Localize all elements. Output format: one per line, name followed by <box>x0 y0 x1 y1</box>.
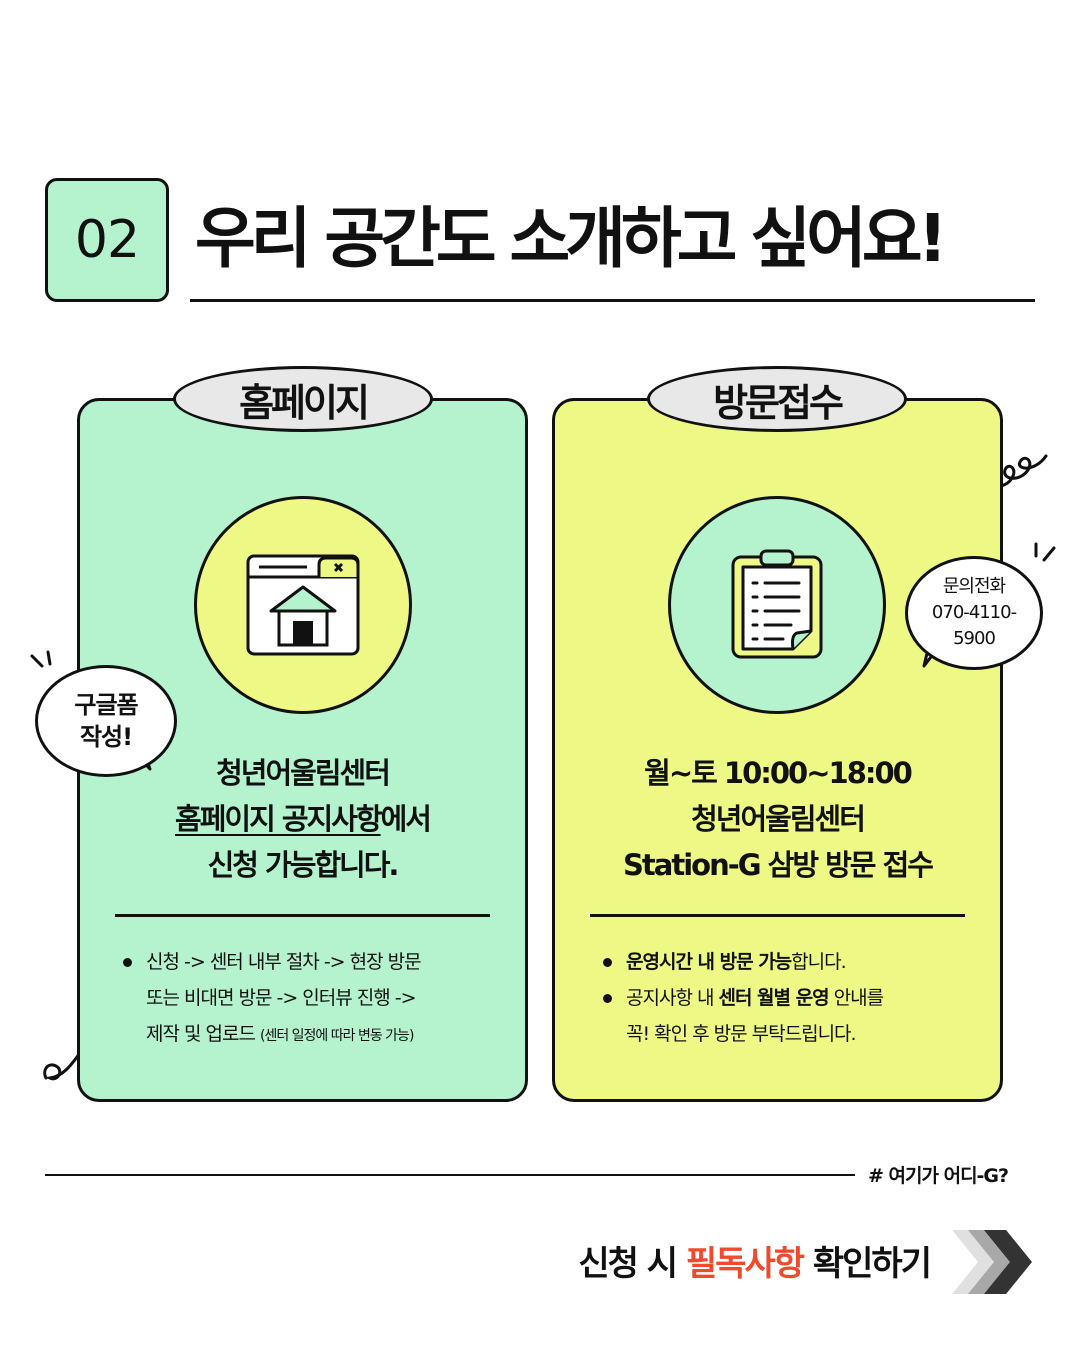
homepage-desc-line3: 신청 가능합니다. <box>207 848 400 882</box>
browser-home-icon <box>246 554 360 656</box>
visit-desc-line3: Station-G 삼방 방문 접수 <box>623 848 934 882</box>
homepage-icon-circle <box>194 496 412 714</box>
visit-notes-list: 운영시간 내 방문 가능합니다. 공지사항 내 센터 월별 운영 안내를 꼭! … <box>600 944 980 1052</box>
visit-label-pill: 방문접수 <box>647 366 907 432</box>
section-number-badge: 02 <box>45 178 169 302</box>
phone-number[interactable]: 070-4110- <box>931 602 1017 623</box>
visit-description: 월~토 10:00~18:00 청년어울림센터 Station-G 삼방 방문 … <box>552 750 1003 888</box>
google-form-bubble: 구글폼 작성! <box>35 665 177 777</box>
homepage-desc-line2-rest: 에서 <box>380 802 432 836</box>
cta-highlight: 필독사항 <box>685 1244 805 1284</box>
homepage-label: 홈페이지 <box>239 380 370 425</box>
visit-icon-circle <box>668 496 886 714</box>
homepage-divider <box>115 914 490 917</box>
clipboard-icon <box>731 549 823 659</box>
emphasis-marks-right-icon <box>1034 542 1056 562</box>
homepage-notice-link-text[interactable]: 홈페이지 공지사항 <box>175 802 383 836</box>
visit-hours: 월~토 10:00~18:00 <box>644 756 913 790</box>
homepage-steps-list: 신청 -> 센터 내부 절차 -> 현장 방문 또는 비대면 방문 -> 인터뷰… <box>120 944 500 1054</box>
list-item: 운영시간 내 방문 가능합니다. <box>600 944 980 980</box>
cta-link[interactable]: 신청 시 필독사항 확인하기 <box>578 1244 932 1284</box>
homepage-description: 청년어울림센터 홈페이지 공지사항에서 신청 가능합니다. <box>77 750 528 888</box>
emphasis-marks-left-icon <box>30 650 52 668</box>
footer-divider <box>45 1174 855 1176</box>
list-item: 신청 -> 센터 내부 절차 -> 현장 방문 또는 비대면 방문 -> 인터뷰… <box>120 944 500 1054</box>
phone-inquiry-bubble: 문의전화 070-4110- 5900 <box>905 556 1043 670</box>
title-underline-divider <box>190 299 1035 302</box>
visit-desc-line2: 청년어울림센터 <box>691 802 866 836</box>
list-item: 공지사항 내 센터 월별 운영 안내를 꼭! 확인 후 방문 부탁드립니다. <box>600 980 980 1052</box>
section-number: 02 <box>74 210 140 270</box>
page-title: 우리 공간도 소개하고 싶어요! <box>195 200 948 277</box>
visit-divider <box>590 914 965 917</box>
visit-label: 방문접수 <box>713 380 844 425</box>
homepage-label-pill: 홈페이지 <box>173 366 433 432</box>
double-chevron-right-icon[interactable] <box>948 1222 1038 1302</box>
homepage-desc-line1: 청년어울림센터 <box>216 756 391 790</box>
schedule-note: (센터 일정에 따라 변동 가능) <box>260 1028 414 1044</box>
hashtag: # 여기가 어디-G? <box>868 1165 1009 1187</box>
